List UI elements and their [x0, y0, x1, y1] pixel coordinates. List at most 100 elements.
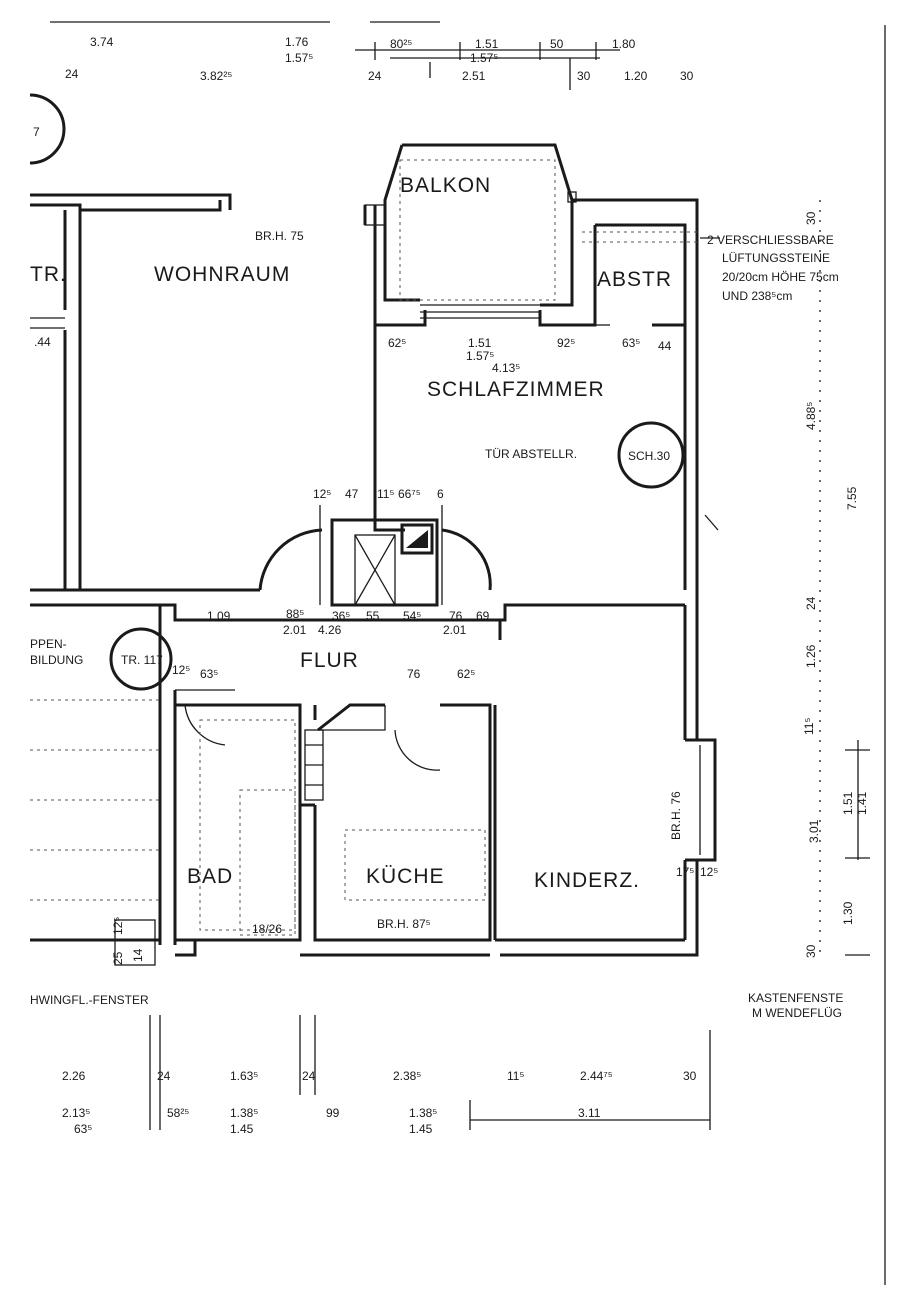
dim-right-7: 1.51	[841, 791, 855, 815]
dim-top2-4: 30	[577, 69, 591, 83]
note-schwing: HWINGFL.-FENSTER	[30, 993, 149, 1007]
dim-kinder-small-1: 12⁵	[700, 865, 718, 879]
note-br-h-875: BR.H. 87⁵	[377, 917, 431, 931]
dim-top2-5: 1.20	[624, 69, 648, 83]
dim-top1-2: 1.57⁵	[285, 51, 313, 65]
dim-schlaf-6: 4.13⁵	[492, 361, 520, 375]
dim-flur2-0: 12⁵	[172, 663, 190, 677]
dim-bottom1-2: 1.63⁵	[230, 1069, 258, 1083]
dim-flur-5: 76	[449, 609, 463, 623]
dim-right-6: 3.01	[807, 819, 821, 843]
shaft-area	[319, 505, 443, 607]
room-label-tr-partial: TR.	[30, 263, 67, 286]
note-vent-line3: 20/20cm HÖHE 75cm	[722, 270, 839, 284]
dim-bottom2-3: 1.38⁵	[230, 1106, 258, 1120]
dim-flur-6: 69	[476, 609, 490, 623]
dim-schlaf-4: 63⁵	[622, 336, 640, 350]
dim-shaft-4: 6	[437, 487, 444, 501]
dim-bottom1-5: 11⁵	[507, 1069, 524, 1083]
room-label-wohnraum: WOHNRAUM	[154, 263, 290, 286]
note-vent-line1: 2 VERSCHLIESSBARE	[707, 233, 834, 247]
dim-top1-1: 1.76	[285, 35, 309, 49]
dim-schlaf-3: 92⁵	[557, 336, 575, 350]
dim-bottom1-6: 2.44⁷⁵	[580, 1069, 613, 1083]
dim-bottom1-0: 2.26	[62, 1069, 86, 1083]
dim-shaft-1: 47	[345, 487, 359, 501]
note-tuer-abstellr: TÜR ABSTELLR.	[485, 447, 577, 461]
dim-right-10: 30	[804, 944, 818, 958]
dim-top1-5: 1.57⁵	[470, 51, 498, 65]
dim-right-8: 1.41	[855, 791, 869, 815]
dim-schlaf-2: 1.57⁵	[466, 349, 494, 363]
dim-top1-0: 3.74	[90, 35, 114, 49]
dim-flur-9: 2.01	[443, 623, 467, 637]
room-label-abstr: ABSTR	[597, 268, 672, 291]
dim-flur2-1: 63⁵	[200, 667, 218, 681]
dim-right-3: 24	[804, 596, 818, 610]
dim-flur-7: 2.01	[283, 623, 307, 637]
note-kasten-line1: KASTENFENSTE	[748, 991, 843, 1005]
top-dimension-lines	[355, 42, 620, 90]
dim-bad-small: 18/26	[252, 922, 282, 936]
wohnraum-walls	[30, 193, 260, 592]
dim-bottom1-1: 24	[157, 1069, 171, 1083]
dim-top2-2: 24	[368, 69, 382, 83]
dim-flur2-2: 76	[407, 667, 421, 681]
dim-top2-0: 24	[65, 67, 79, 81]
dim-flur-1: 88⁵	[286, 607, 304, 621]
dim-kinder-small-0: 17⁵	[676, 865, 694, 879]
balkon-structure	[364, 143, 577, 319]
page-margin-line	[884, 25, 886, 1285]
dim-left-small-0: 12⁵	[111, 917, 125, 935]
dim-top2-3: 2.51	[462, 69, 486, 83]
room-label-kueche: KÜCHE	[366, 865, 445, 888]
room-label-kinderz: KINDERZ.	[534, 869, 640, 892]
dim-bottom1-3: 24	[302, 1069, 316, 1083]
note-vent-line2: LÜFTUNGSSTEINE	[722, 251, 830, 265]
dim-right-5: 11⁵	[802, 718, 816, 735]
note-treppen-line2: BILDUNG	[30, 653, 83, 667]
note-vent-line4: UND 238⁵cm	[722, 289, 792, 303]
dim-top1-7: 1.80	[612, 37, 636, 51]
room-label-balkon: BALKON	[400, 174, 491, 197]
dim-flur2-3: 62⁵	[457, 667, 475, 681]
dim-bottom2-6: 1.38⁵	[409, 1106, 437, 1120]
dim-flur-8: 4.26	[318, 623, 342, 637]
dim-bottom2-0: 2.13⁵	[62, 1106, 90, 1120]
staircase-marks	[30, 699, 160, 966]
dim-left-small-1: 25	[111, 951, 125, 965]
dim-shaft-3: 66⁷⁵	[398, 487, 421, 501]
dim-right-9: 1.30	[841, 901, 855, 925]
dim-right-4: 1.26	[804, 644, 818, 668]
dim-bottom2-8: 3.11	[578, 1106, 601, 1120]
dim-right-1: 4.88⁵	[804, 402, 818, 430]
dim-left-44: .44	[34, 335, 51, 349]
room-label-schlafzimmer: SCHLAFZIMMER	[427, 378, 605, 401]
right-dimension-lines	[700, 200, 870, 956]
dim-bottom1-4: 2.38⁵	[393, 1069, 421, 1083]
dim-bottom1-7: 30	[683, 1069, 697, 1083]
dim-bottom2-5: 99	[326, 1106, 340, 1120]
room-label-flur: FLUR	[300, 649, 359, 672]
dim-top1-3: 80²⁵	[390, 37, 412, 51]
dim-right-2: 7.55	[845, 486, 859, 510]
door-arcs	[184, 528, 492, 771]
dim-bottom2-2: 58²⁵	[167, 1106, 189, 1120]
note-tr117: TR. 117	[121, 653, 163, 667]
bottom-dimension-lines	[149, 1015, 711, 1130]
dim-flur-0: 1.09	[207, 609, 231, 623]
dim-bottom2-4: 1.45	[230, 1122, 254, 1136]
note-br-h-75: BR.H. 75	[255, 229, 304, 243]
dim-schlaf-5: 44	[658, 339, 672, 353]
dim-bottom2-7: 1.45	[409, 1122, 433, 1136]
note-br-h-76: BR.H. 76	[669, 791, 683, 840]
dim-top2-6: 30	[680, 69, 694, 83]
partial-circle-marker	[29, 93, 66, 165]
dim-top1-6: 50	[550, 37, 564, 51]
dim-schlaf-0: 62⁵	[388, 336, 406, 350]
dim-top1-4: 1.51	[475, 37, 499, 51]
dim-flur-3: 55	[366, 609, 380, 623]
dim-top2-1: 3.82²⁵	[200, 69, 232, 83]
room-label-bad: BAD	[187, 865, 233, 888]
